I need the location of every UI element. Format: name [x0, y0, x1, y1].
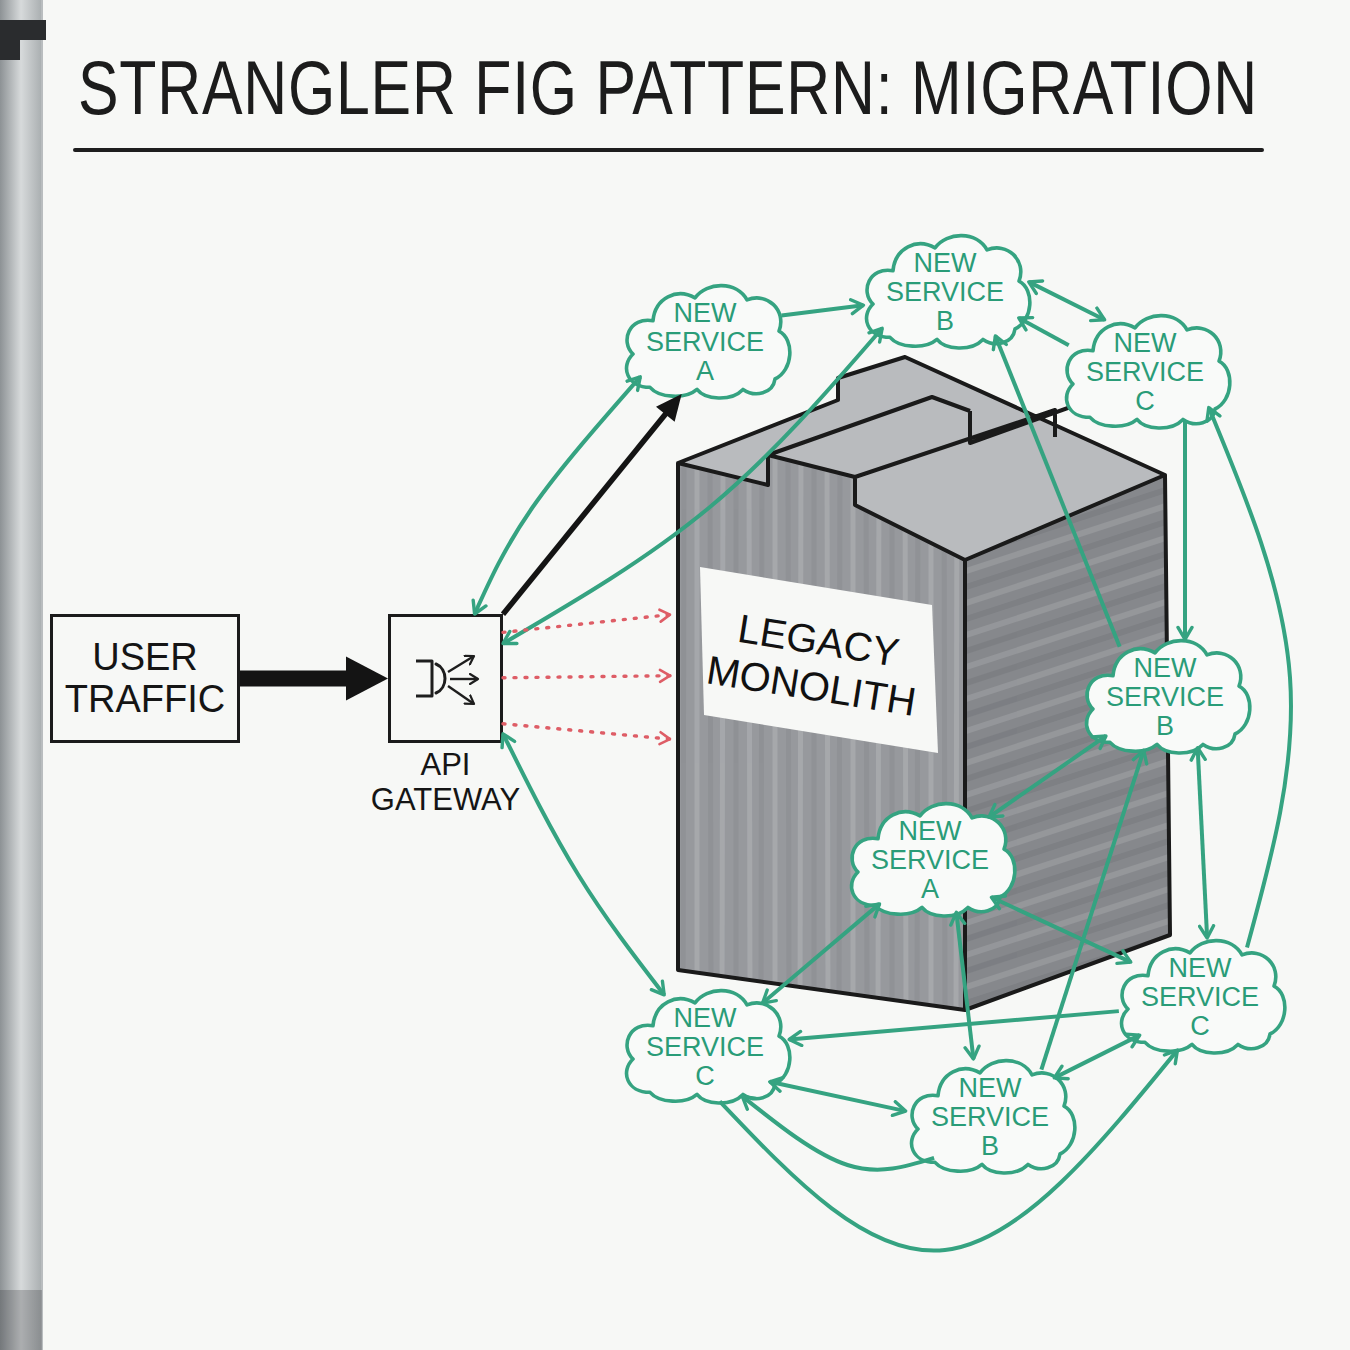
texture-stroke	[960, 903, 1175, 973]
cloud-shape	[1087, 641, 1250, 753]
cloud-shape	[912, 1061, 1075, 1173]
connector-arrow	[956, 912, 973, 1059]
connector-arrow	[503, 676, 670, 678]
connector-arrow	[742, 1096, 934, 1169]
cloud-shape	[852, 804, 1015, 916]
connector-arrow	[1198, 748, 1208, 938]
connector-arrow	[475, 377, 641, 614]
node-label: NEW SERVICE A	[643, 299, 768, 386]
connector-arrow	[995, 336, 1119, 647]
connector-arrow	[503, 404, 673, 614]
texture-stroke	[722, 450, 723, 1015]
connector-arrow	[1029, 282, 1105, 320]
cloud-shape	[1067, 316, 1230, 428]
texture-stroke	[734, 450, 739, 1015]
texture-stroke	[788, 450, 789, 1015]
connector-arrow	[1054, 1035, 1139, 1078]
board-corner	[0, 1290, 42, 1350]
texture-stroke	[710, 450, 711, 1015]
connector-arrow	[240, 671, 358, 687]
connector-arrow	[503, 328, 882, 643]
connector-arrow	[1041, 750, 1143, 1069]
connector-arrow	[1019, 318, 1069, 345]
node-label: NEW SERVICE B	[928, 1074, 1053, 1161]
texture-stroke	[773, 450, 778, 1015]
cloud-shape	[1122, 941, 1285, 1053]
icon-arrow	[450, 678, 478, 680]
cloud-shape	[627, 286, 790, 398]
service-cloud: NEW SERVICE B	[855, 225, 1035, 355]
node-label: NEW SERVICE B	[1103, 654, 1228, 741]
service-cloud: NEW SERVICE A	[840, 793, 1020, 923]
connector-arrow	[789, 1011, 1119, 1039]
node-label: NEW SERVICE C	[643, 1004, 768, 1091]
gateway-icon	[416, 656, 478, 704]
gateway-label: API GATEWAY	[361, 748, 531, 817]
node-label: NEW SERVICE C	[1138, 954, 1263, 1041]
texture-stroke	[683, 450, 684, 1015]
connector-arrow	[1209, 408, 1291, 948]
connector-arrow	[503, 724, 670, 739]
icon-bracket	[416, 661, 432, 696]
title-underline	[75, 148, 1262, 152]
gateway-box: API GATEWAY	[388, 614, 503, 743]
cloud-shape	[627, 991, 790, 1103]
connector-arrow	[720, 1050, 1178, 1251]
icon-arrow	[448, 656, 474, 672]
board-frame-edge	[41, 0, 43, 1350]
node-label: NEW SERVICE B	[883, 249, 1008, 336]
icon-arrow	[448, 686, 474, 704]
service-cloud: NEW SERVICE C	[1110, 930, 1290, 1060]
connector-arrow	[770, 1082, 906, 1111]
diagram-title: STRANGLER FIG PATTERN: MIGRATION	[78, 50, 1258, 126]
service-cloud: NEW SERVICE B	[900, 1050, 1080, 1180]
texture-stroke	[761, 450, 762, 1015]
source-box: USER TRAFFIC	[50, 614, 240, 743]
node-label: NEW SERVICE C	[1083, 329, 1208, 416]
service-cloud: NEW SERVICE A	[615, 275, 795, 405]
board-frame	[0, 0, 42, 1350]
texture-stroke	[749, 450, 750, 1015]
connector-arrow	[503, 734, 664, 995]
texture-stroke	[800, 450, 801, 1015]
service-cloud: NEW SERVICE C	[615, 980, 795, 1110]
connector-arrow	[503, 615, 670, 633]
connector-arrow	[991, 897, 1130, 962]
node-label: NEW SERVICE A	[868, 817, 993, 904]
texture-stroke	[695, 450, 700, 1015]
node-label: USER TRAFFIC	[60, 637, 230, 721]
connector-arrow	[763, 904, 880, 1003]
connector-arrow	[1183, 420, 1187, 639]
icon-curve	[436, 664, 445, 693]
cloud-shape	[867, 236, 1030, 348]
connector-arrow	[989, 736, 1106, 817]
service-cloud: NEW SERVICE B	[1075, 630, 1255, 760]
board-corner	[0, 20, 46, 60]
service-cloud: NEW SERVICE C	[1055, 305, 1235, 435]
connector-arrow	[781, 305, 863, 315]
